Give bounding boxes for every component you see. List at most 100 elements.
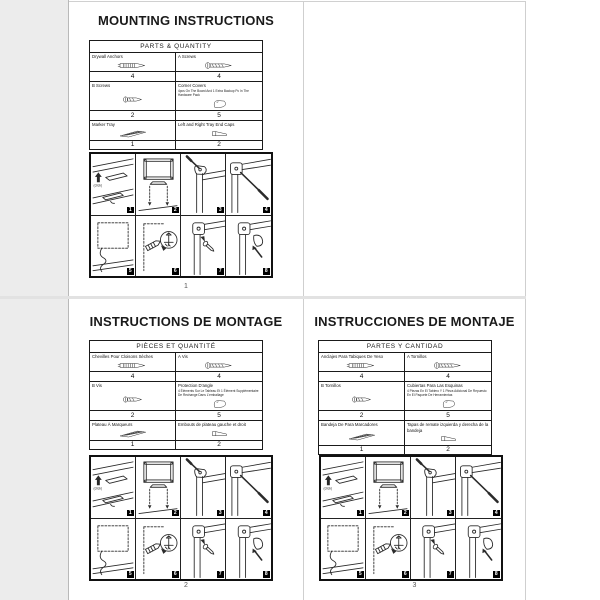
part-label: Embouts de plateau gauche et droit — [178, 422, 246, 428]
step-figure — [136, 154, 180, 215]
step-number-badge: 3 — [447, 509, 454, 516]
part-qty: 4 — [319, 371, 404, 381]
page-row-divider — [0, 296, 526, 299]
corner-cover-art — [213, 100, 226, 108]
step-7-art — [192, 522, 225, 578]
step-number-badge: 1 — [127, 206, 134, 213]
part-label: Marker Tray — [92, 122, 115, 128]
page-column-divider — [303, 1, 304, 600]
step-cell: 3 — [181, 154, 226, 216]
step-number-badge: 2 — [402, 509, 409, 516]
corner-cover-art — [442, 400, 455, 408]
step-figure: (click) — [91, 457, 135, 518]
part-qty: 4 — [90, 71, 175, 81]
part-label: A Tornillos — [407, 354, 427, 360]
part-label: Chevilles Pour Cloisons Sèches — [92, 354, 153, 360]
part-qty: 1 — [319, 444, 404, 455]
step-cell: 3 — [411, 457, 456, 519]
svg-text:(click): (click) — [93, 487, 102, 491]
screw-long-art — [205, 62, 232, 69]
step-number-badge: 5 — [357, 571, 364, 578]
part-qty: 2 — [176, 439, 262, 450]
part-label: A Vis — [178, 354, 188, 360]
marker-tray-icon — [90, 128, 175, 140]
part-qty: 4 — [405, 371, 491, 381]
part-label: Plateau À Marqueurs — [92, 422, 133, 428]
drywall-anchor-art — [346, 363, 374, 368]
step-cell: 4 — [456, 457, 501, 519]
step-8-art — [237, 219, 271, 275]
step-figure — [226, 519, 271, 580]
step-cell: 5 — [91, 215, 136, 276]
part-cell: Anclajes Para Tabiques De Yeso 4 — [319, 352, 405, 381]
step-number-badge: 8 — [263, 571, 270, 578]
page-number: 3 — [412, 582, 417, 589]
part-label: Cubiertas Para Las Esquinas — [407, 383, 463, 389]
table-row: Plateau À Marqueurs 1 Embouts de plateau… — [90, 420, 262, 450]
screw-b-icon — [90, 89, 175, 111]
part-label: Left and Right Tray End Caps — [178, 122, 235, 128]
step-cell: (click) 1 — [91, 154, 136, 216]
part-qty: 5 — [176, 110, 262, 120]
step-cell: 2 — [136, 457, 181, 519]
screw-short-art — [122, 96, 142, 103]
step-figure — [181, 154, 225, 215]
step-cell: (click) 1 — [91, 457, 136, 519]
part-qty: 2 — [405, 444, 491, 455]
part-note: 4 Piezas En El Tablero Y 1 Pieza Adicion… — [407, 389, 487, 398]
marker-tray-art — [348, 433, 375, 440]
step-1-art: (click) — [92, 158, 134, 205]
part-label: Tapas de remate izquierda y derecha de l… — [407, 422, 489, 433]
step-cell: 4 — [226, 154, 271, 216]
step-6-art — [143, 222, 178, 271]
part-cell: B Vis 2 — [90, 381, 176, 420]
step-2-art — [368, 461, 408, 515]
tray-end-cap-icon — [176, 428, 262, 440]
step-cell: 8 — [226, 216, 271, 277]
step-figure — [91, 519, 135, 580]
part-label: Protection D'angle — [178, 383, 213, 389]
part-cell: Plateau À Marqueurs 1 — [90, 420, 176, 450]
step-number-badge: 2 — [172, 206, 179, 213]
part-label: B Tornillos — [321, 383, 341, 389]
step-cell: 7 — [411, 518, 456, 579]
step-cell: 3 — [181, 457, 226, 519]
part-cell: Left and Right Tray End Caps 2 — [176, 121, 262, 149]
part-qty: 1 — [90, 139, 175, 150]
step-3-art — [415, 458, 455, 516]
page-title: INSTRUCCIONES DE MONTAJE — [314, 314, 515, 329]
step-cell: 6 — [136, 215, 181, 277]
tray-end-cap-icon — [405, 433, 491, 445]
part-label: A Screws — [178, 54, 196, 60]
part-qty: 4 — [90, 371, 175, 381]
step-3-art — [185, 155, 225, 213]
part-cell: Cubiertas Para Las Esquinas 4 Piezas En … — [405, 382, 491, 420]
step-6-art — [373, 525, 408, 574]
part-cell: B Screws 2 — [90, 81, 176, 120]
step-cell: 6 — [366, 518, 411, 579]
step-figure — [226, 154, 271, 215]
page-number: 1 — [184, 283, 188, 290]
step-number-badge: 4 — [263, 206, 270, 213]
step-figure — [456, 519, 501, 580]
corner-cover-icon — [405, 397, 491, 410]
page-top-border — [69, 1, 526, 2]
screw-short-art — [122, 396, 142, 403]
part-cell: Marker Tray 1 — [90, 120, 176, 150]
step-4-art — [460, 461, 501, 516]
step-number-badge: 3 — [217, 206, 224, 213]
step-figure — [136, 216, 180, 277]
parts-table: PARTS & QUANTITY Drywall Anchors 4 A Scr… — [89, 40, 263, 151]
part-qty: 2 — [90, 110, 175, 120]
step-figure — [136, 519, 180, 580]
table-row: B Screws 2 Corner Covers 4pcs On The Boa… — [90, 81, 262, 121]
step-number-badge: 4 — [493, 509, 500, 516]
step-cell: 8 — [456, 519, 501, 580]
page-blank — [304, 2, 525, 296]
step-figure — [411, 457, 455, 518]
step-figure: (click) — [321, 457, 365, 518]
page-title: MOUNTING INSTRUCTIONS — [97, 13, 275, 28]
step-number-badge: 4 — [263, 509, 270, 516]
screw-short-art — [351, 396, 371, 403]
page-number: 2 — [184, 582, 188, 589]
